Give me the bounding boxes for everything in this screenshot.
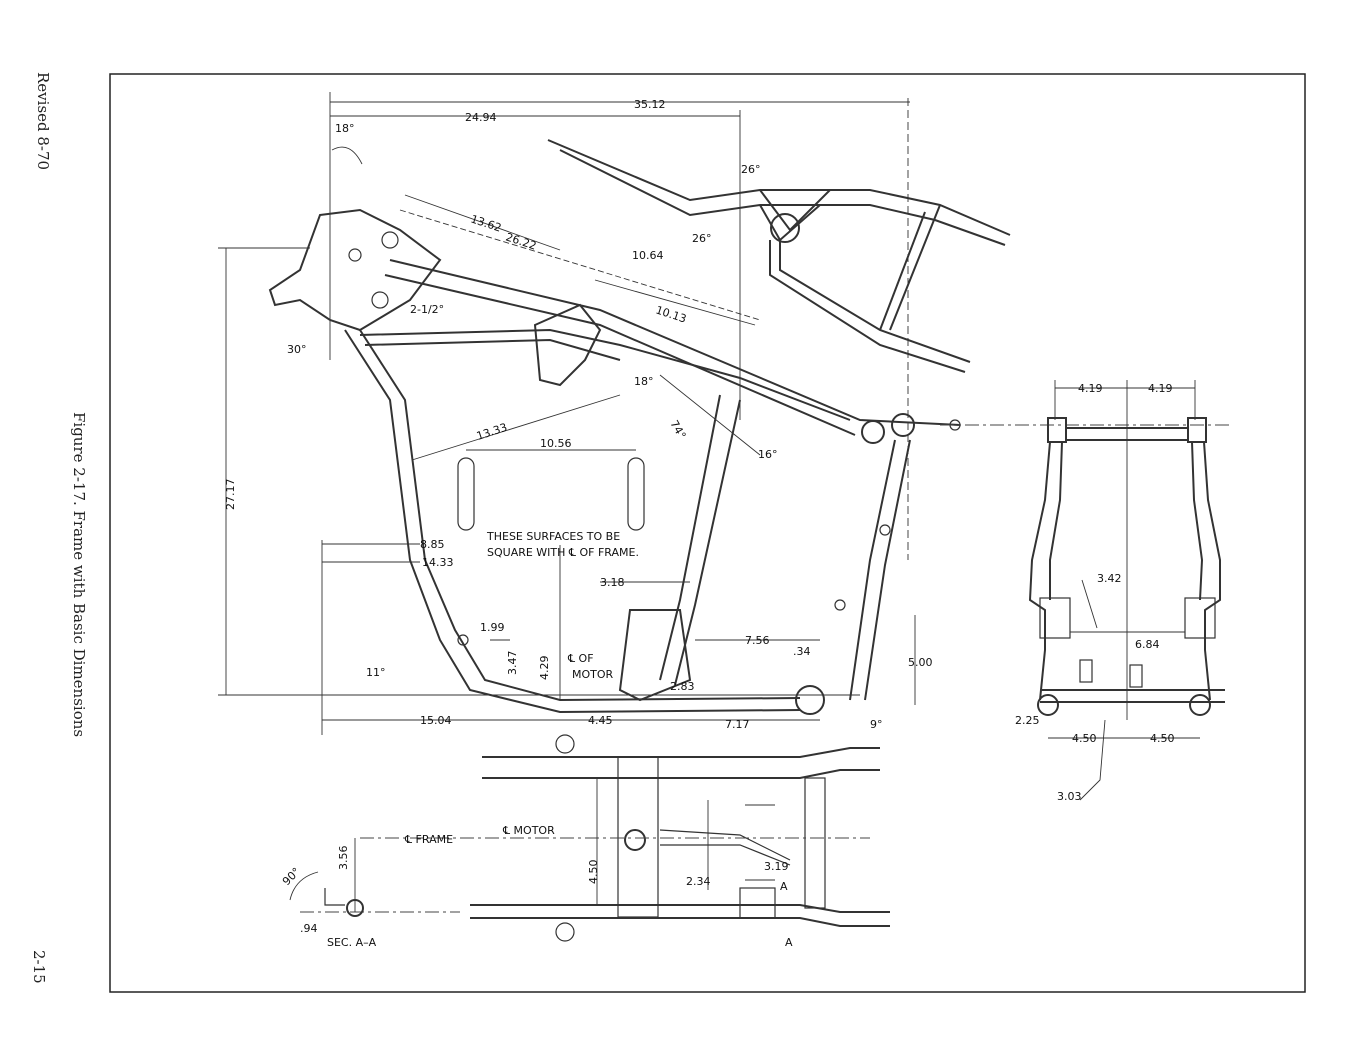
rear-dim-4-50-left: 4.50 <box>1072 732 1097 745</box>
dim-5-00: 5.00 <box>908 656 933 669</box>
dim-1-99: 1.99 <box>480 621 505 634</box>
motor-center-label-2: MOTOR <box>572 668 614 681</box>
top-dim-2-34: 2.34 <box>686 875 711 888</box>
rear-dim-3-03: 3.03 <box>1057 790 1082 803</box>
dim-26-22: 26.22 <box>504 230 538 252</box>
section-a-a-label: SEC. A–A <box>327 936 377 949</box>
top-dim-4-50: 4.50 <box>587 860 600 885</box>
dim-4-29: 4.29 <box>538 656 551 681</box>
rear-view-labels: 4.19 4.19 3.42 6.84 2.25 4.50 4.50 3.03 <box>1015 382 1175 803</box>
motor-center-label: ℄ MOTOR <box>502 824 555 837</box>
dim-3-47: 3.47 <box>506 651 519 676</box>
side-view <box>218 92 1230 735</box>
top-dim-94: .94 <box>300 922 318 935</box>
drawing-border <box>109 73 1306 993</box>
top-dim-3-19: 3.19 <box>764 860 789 873</box>
dim-10-64: 10.64 <box>632 249 664 262</box>
top-view-labels: ℄ FRAME ℄ MOTOR 3.56 90° .94 SEC. A–A 4.… <box>280 824 793 949</box>
dim-7-17: 7.17 <box>725 718 750 731</box>
dim-2-83: 2.83 <box>670 680 695 693</box>
dim-27-17: 27.17 <box>224 479 237 511</box>
top-dim-3-56: 3.56 <box>337 846 350 871</box>
top-view <box>289 734 890 942</box>
rear-dim-4-50-right: 4.50 <box>1150 732 1175 745</box>
rear-dim-4-19-right: 4.19 <box>1148 382 1173 395</box>
square-note-line2: SQUARE WITH ℄ OF FRAME. <box>487 546 639 559</box>
angle-26-b: 26° <box>692 232 712 245</box>
dim-3-18: 3.18 <box>600 576 625 589</box>
dim-24-94: 24.94 <box>465 111 497 124</box>
frame-center-label: ℄ FRAME <box>404 833 453 846</box>
dim-4-45: 4.45 <box>588 714 613 727</box>
dim-13-62: 13.62 <box>469 212 503 234</box>
angle-11: 11° <box>366 666 386 679</box>
angle-16: 16° <box>758 448 778 461</box>
dim-15-04: 15.04 <box>420 714 452 727</box>
motor-center-label-1: ℄ OF <box>567 652 594 665</box>
angle-2-half: 2-1/2° <box>410 303 444 316</box>
angle-18-top: 18° <box>335 122 355 135</box>
dim-34: .34 <box>793 645 811 658</box>
section-mark-top: A <box>780 880 788 893</box>
dim-35-12: 35.12 <box>634 98 666 111</box>
dim-13-33: 13.33 <box>475 421 509 443</box>
dim-14-33: 14.33 <box>422 556 454 569</box>
dim-10-13: 10.13 <box>654 303 688 325</box>
angle-74: 74° <box>667 418 688 441</box>
dim-8-85: 8.85 <box>420 538 445 551</box>
rear-dim-2-25: 2.25 <box>1015 714 1040 727</box>
section-mark-bottom: A <box>785 936 793 949</box>
rear-dim-3-42: 3.42 <box>1097 572 1122 585</box>
angle-9: 9° <box>870 718 883 731</box>
rear-dim-4-19-left: 4.19 <box>1078 382 1103 395</box>
dim-7-56: 7.56 <box>745 634 770 647</box>
rear-dim-6-84: 6.84 <box>1135 638 1160 651</box>
rear-view <box>1028 380 1225 801</box>
square-note-line1: THESE SURFACES TO BE <box>486 530 620 543</box>
angle-30: 30° <box>287 343 307 356</box>
angle-26-a: 26° <box>741 163 761 176</box>
dim-10-56: 10.56 <box>540 437 572 450</box>
angle-90: 90° <box>280 865 303 888</box>
angle-18-mid: 18° <box>634 375 654 388</box>
